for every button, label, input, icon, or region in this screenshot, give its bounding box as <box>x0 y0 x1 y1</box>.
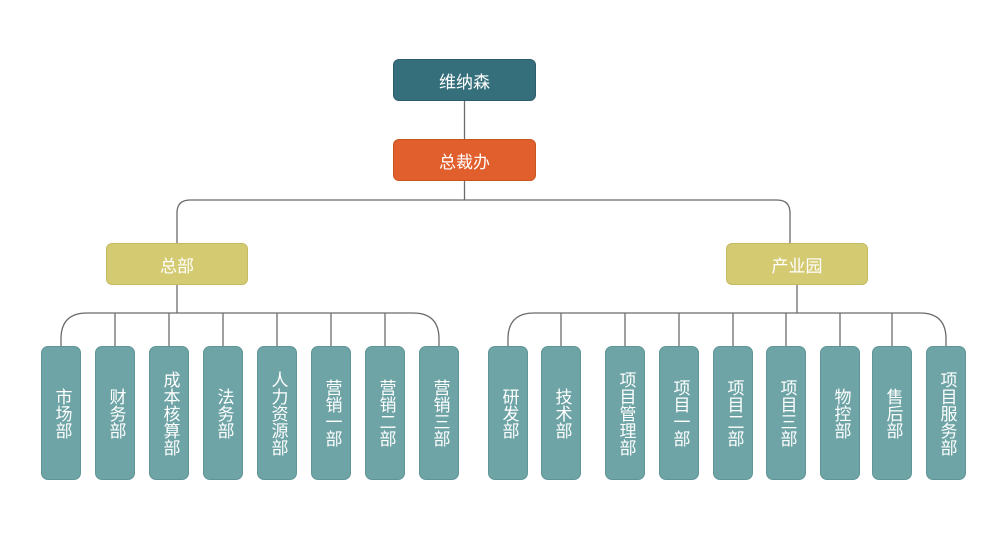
department-node: 营销二部 <box>365 346 405 480</box>
department-label: 财务部 <box>105 387 126 439</box>
root-label: 维纳森 <box>439 72 490 93</box>
branch-node-headquarters: 总部 <box>106 243 248 285</box>
department-label: 营销一部 <box>321 379 342 447</box>
root-node: 维纳森 <box>393 59 536 101</box>
office-label: 总裁办 <box>439 152 490 173</box>
department-node: 项目管理部 <box>605 346 645 480</box>
department-label: 市场部 <box>51 387 72 439</box>
department-node: 物控部 <box>820 346 860 480</box>
department-node: 财务部 <box>95 346 135 480</box>
connector-branches <box>176 199 791 243</box>
department-node: 市场部 <box>41 346 81 480</box>
department-node: 研发部 <box>488 346 528 480</box>
department-node: 技术部 <box>541 346 581 480</box>
department-node: 人力资源部 <box>257 346 297 480</box>
department-label: 物控部 <box>830 387 851 439</box>
department-node: 成本核算部 <box>149 346 189 480</box>
department-node: 售后部 <box>872 346 912 480</box>
branch-node-industrial-park: 产业园 <box>726 243 868 285</box>
department-label: 营销三部 <box>429 379 450 447</box>
department-label: 营销二部 <box>375 379 396 447</box>
connector-dept-bus <box>507 312 947 346</box>
office-node: 总裁办 <box>393 139 536 181</box>
branch-label: 产业园 <box>771 256 823 277</box>
branch-label: 总部 <box>160 256 194 277</box>
department-label: 研发部 <box>498 387 519 439</box>
department-node: 项目一部 <box>659 346 699 480</box>
department-label: 项目三部 <box>776 379 797 447</box>
department-label: 成本核算部 <box>159 370 180 456</box>
department-label: 项目二部 <box>723 379 744 447</box>
department-label: 项目服务部 <box>936 370 957 456</box>
department-label: 售后部 <box>882 387 903 439</box>
department-label: 项目管理部 <box>615 370 636 456</box>
department-node: 项目二部 <box>713 346 753 480</box>
department-label: 项目一部 <box>669 379 690 447</box>
department-node: 营销一部 <box>311 346 351 480</box>
department-node: 法务部 <box>203 346 243 480</box>
connector-dept-bus <box>60 312 440 346</box>
department-label: 技术部 <box>551 387 572 439</box>
department-label: 人力资源部 <box>267 370 288 456</box>
department-label: 法务部 <box>213 387 234 439</box>
department-node: 项目三部 <box>766 346 806 480</box>
department-node: 项目服务部 <box>926 346 966 480</box>
department-node: 营销三部 <box>419 346 459 480</box>
